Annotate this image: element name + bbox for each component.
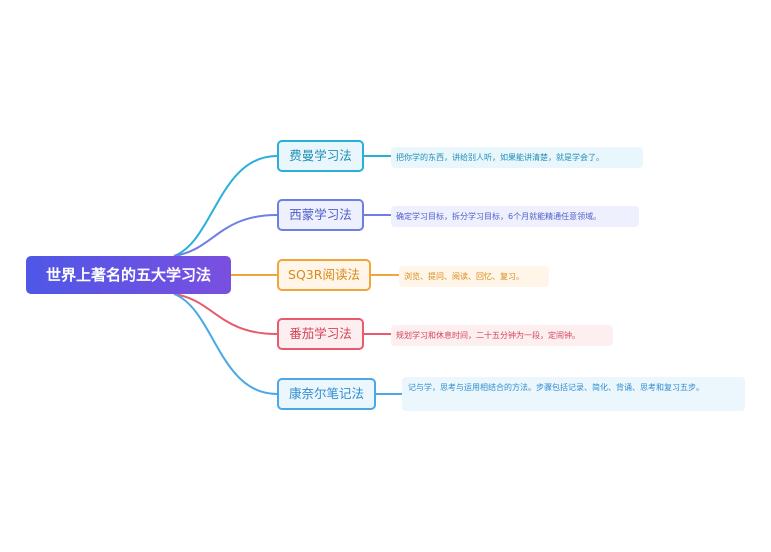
link-root-to-simon xyxy=(173,214,278,257)
branch-topic-simon[interactable]: 西蒙学习法 xyxy=(277,199,364,231)
description-simon[interactable]: 确定学习目标，拆分学习目标，6个月就能精通任意领域。 xyxy=(391,206,639,227)
root-topic[interactable]: 世界上著名的五大学习法 xyxy=(26,256,231,294)
description-feynman[interactable]: 把你学的东西，讲给别人听，如果能讲清楚，就是学会了。 xyxy=(391,147,643,168)
link-root-to-pomodoro xyxy=(173,293,278,335)
branch-topic-cornell[interactable]: 康奈尔笔记法 xyxy=(277,378,376,410)
description-cornell[interactable]: 记与学，思考与运用相结合的方法。步骤包括记录、简化、背诵、思考和复习五步。 xyxy=(402,377,745,411)
link-root-to-feynman xyxy=(173,155,278,257)
branch-topic-feynman[interactable]: 费曼学习法 xyxy=(277,140,364,172)
branch-topic-pomodoro[interactable]: 番茄学习法 xyxy=(277,318,364,350)
link-root-to-cornell xyxy=(173,293,278,395)
description-pomodoro[interactable]: 规划学习和休息时间，二十五分钟为一段，定闹钟。 xyxy=(391,325,613,346)
description-sq3r[interactable]: 浏览、提问、阅读、回忆、复习。 xyxy=(399,266,549,287)
branch-topic-sq3r[interactable]: SQ3R阅读法 xyxy=(277,259,371,291)
